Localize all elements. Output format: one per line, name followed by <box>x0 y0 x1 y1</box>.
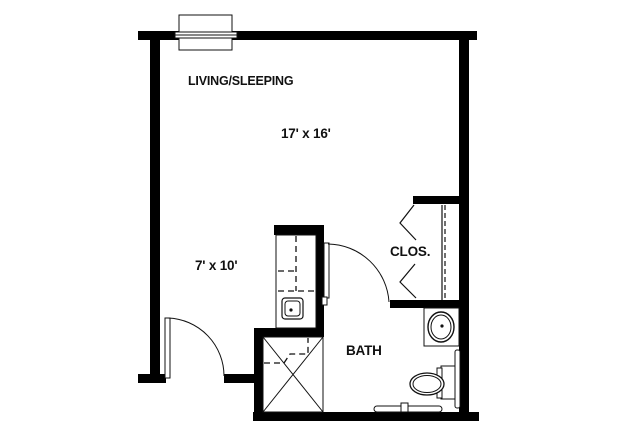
bottom-wall <box>253 412 479 421</box>
exterior-walls <box>138 31 479 421</box>
entry-door-icon <box>164 317 225 379</box>
kitchen-top-wall <box>274 225 323 235</box>
kitchen-sink-icon <box>281 297 304 320</box>
kitchen-counter <box>275 234 317 329</box>
interior-walls <box>250 196 463 421</box>
right-wall <box>459 31 469 421</box>
left-bottom-wall-stub <box>138 374 166 383</box>
room-label-living-sleeping: LIVING/SLEEPING <box>188 74 294 88</box>
grab-bar-icon <box>373 402 443 413</box>
room-dimension-kitchenette: 7' x 10' <box>195 258 238 273</box>
bath-door-icon <box>321 242 390 306</box>
shower-left-wall-stub <box>250 374 258 383</box>
shower-left-wall <box>254 328 263 421</box>
window-unit-icon <box>174 14 238 51</box>
shower-stall-icon <box>262 336 324 413</box>
left-wall <box>150 31 160 383</box>
bifold-closet-doors-icon <box>399 204 446 300</box>
toilet-icon <box>409 349 461 409</box>
room-label-bath: BATH <box>346 343 382 358</box>
room-label-closet: CLOS. <box>390 244 431 259</box>
bathroom-sink-icon <box>423 307 460 347</box>
top-wall <box>138 31 477 40</box>
kitchen-right-wall <box>316 225 324 330</box>
entry-bottom-wall <box>224 374 262 383</box>
room-dimension-living: 17' x 16' <box>281 126 331 141</box>
closet-top-wall <box>413 196 463 204</box>
shower-top-wall <box>254 328 324 337</box>
closet-bottom-wall <box>390 300 462 308</box>
